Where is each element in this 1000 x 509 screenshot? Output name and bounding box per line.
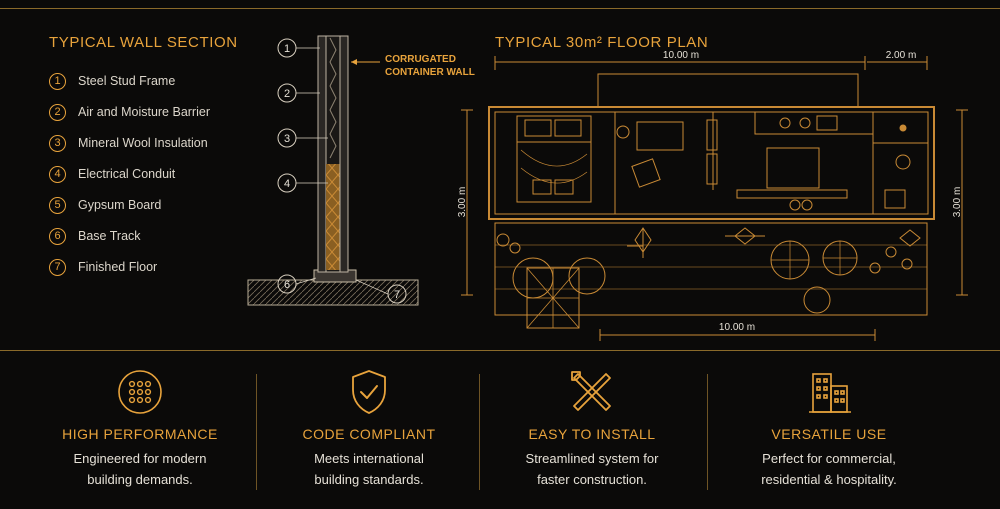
desc-line: residential & hospitality. [761,472,897,487]
bed [516,115,592,203]
callout-line-1: CORRUGATED [385,54,456,65]
dim-top-left: 10.00 m [663,50,699,61]
deck [494,222,928,316]
legend-number: 7 [49,258,66,276]
crossed-tools-icon [472,368,712,416]
wall-section-drawing: 1 2 3 4 6 7 CORRUGATED CONTAINER WALL [247,35,475,306]
legend-item: 2 Air and Moisture Barrier [49,101,210,123]
marker-label: 4 [284,178,290,190]
marker-3: 3 [277,128,328,148]
floor-plan-drawing: 10.00 m 2.00 m 10.00 m 3.00 m 3.00 m [457,50,968,341]
marker-label: 6 [284,279,290,291]
legend-number: 5 [49,196,66,214]
legend-number: 1 [49,72,66,90]
desc-line: faster construction. [537,472,647,487]
plant [627,227,652,258]
feature-description: Meets international building standards. [249,448,489,490]
feature-description: Streamlined system for faster constructi… [472,448,712,490]
section-divider [0,350,1000,351]
dim-bottom: 10.00 m [719,322,755,333]
canopy [597,73,859,108]
top-border [0,8,1000,9]
desc-line: building standards. [314,472,424,487]
sofa [636,121,684,151]
desc-line: building demands. [87,472,193,487]
floor-plan-title: TYPICAL 30m² FLOOR PLAN [495,34,709,51]
feature-versatile-use: VERSATILE USE Perfect for commercial, re… [709,368,949,490]
desc-line: Engineered for modern [73,451,207,466]
marker-label: 3 [284,133,290,145]
legend-label: Base Track [78,229,141,243]
plant [899,229,921,247]
wall-insulation-layer [326,164,340,270]
marker-label: 7 [394,289,400,301]
marker-1: 1 [277,38,320,58]
feature-easy-to-install: EASY TO INSTALL Streamlined system for f… [472,368,712,490]
desc-line: Perfect for commercial, [762,451,896,466]
shield-check-icon [249,368,489,416]
legend-number: 6 [49,227,66,245]
feature-divider [256,374,257,490]
legend-label: Mineral Wool Insulation [78,136,208,150]
marker-label: 1 [284,43,290,55]
legend-label: Steel Stud Frame [78,74,176,88]
desc-line: Meets international [314,451,424,466]
legend-label: Air and Moisture Barrier [78,105,210,119]
feature-divider [707,374,708,490]
legend-item: 1 Steel Stud Frame [49,70,175,92]
legend-label: Gypsum Board [78,198,162,212]
legend-item: 5 Gypsum Board [49,194,161,216]
dining-table [766,147,820,189]
container-outline [488,106,935,220]
legend-number: 4 [49,165,66,183]
marker-label: 2 [284,88,290,100]
grid-dots-icon [20,368,260,416]
floor-slab [247,279,419,306]
feature-divider [479,374,480,490]
plant [725,227,765,245]
wall-zigzag [329,37,337,159]
dim-left: 3.00 m [457,187,468,218]
legend-number: 3 [49,134,66,152]
wall-outer-layer [317,35,327,273]
legend-number: 2 [49,103,66,121]
feature-title: VERSATILE USE [771,426,887,442]
wall-inner-layer [339,35,349,273]
marker-2: 2 [277,83,320,103]
legend-item: 7 Finished Floor [49,256,157,278]
feature-title: HIGH PERFORMANCE [62,426,218,442]
marker-7: 7 [355,279,407,304]
legend-item: 4 Electrical Conduit [49,163,175,185]
armchair [631,158,661,188]
marker-4: 4 [277,173,328,193]
toilet [895,154,911,170]
callout-line-2: CONTAINER WALL [385,67,475,78]
kitchen-counter [754,111,874,135]
desc-line: Streamlined system for [525,451,659,466]
feature-description: Perfect for commercial, residential & ho… [709,448,949,490]
legend-label: Electrical Conduit [78,167,176,181]
feature-title: CODE COMPLIANT [302,426,436,442]
legend-label: Finished Floor [78,260,158,274]
feature-title: EASY TO INSTALL [528,426,656,442]
feature-description: Engineered for modern building demands. [20,448,260,490]
feature-high-performance: HIGH PERFORMANCE Engineered for modern b… [20,368,260,490]
wall-section-title: TYPICAL WALL SECTION [49,34,238,51]
feature-code-compliant: CODE COMPLIANT Meets international build… [249,368,489,490]
dim-top-right: 2.00 m [886,50,917,61]
legend-item: 3 Mineral Wool Insulation [49,132,208,154]
legend-item: 6 Base Track [49,225,141,247]
dim-right: 3.00 m [952,187,963,218]
marker-6: 6 [277,274,317,294]
buildings-icon [709,368,949,416]
